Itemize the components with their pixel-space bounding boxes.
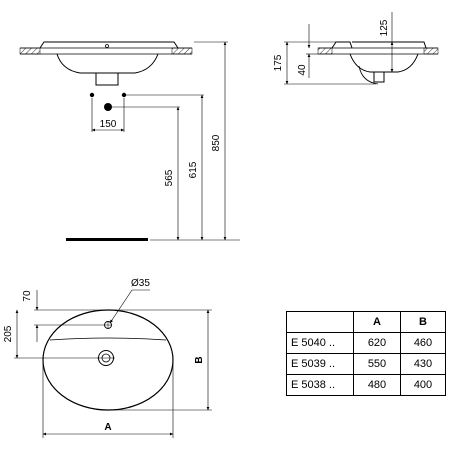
side-counter-hatch-left bbox=[317, 47, 333, 55]
table-cell-b: 400 bbox=[400, 374, 446, 396]
dim-bowl-depth: 125 bbox=[379, 19, 390, 36]
dim-depth-total: 175 bbox=[273, 54, 284, 71]
tap-hole-mark bbox=[105, 44, 109, 48]
basin-body bbox=[56, 53, 159, 74]
fixing-point-right bbox=[121, 92, 127, 98]
front-view: 150 565 615 850 bbox=[19, 41, 240, 241]
waste-connection-point bbox=[104, 103, 112, 111]
counter-hatch-left bbox=[19, 47, 41, 55]
dim-rim-height: 40 bbox=[297, 64, 308, 76]
side-tap-deck bbox=[331, 41, 353, 49]
table-cell-a: 550 bbox=[353, 353, 401, 375]
table-header-b: B bbox=[400, 311, 446, 333]
dim-height-trap: 615 bbox=[188, 161, 199, 178]
side-counter-hatch-right bbox=[423, 47, 439, 55]
dim-tap-spacing: 150 bbox=[100, 119, 117, 130]
table-row: E 5039 .. 550 430 bbox=[286, 353, 446, 375]
table-cell-model: E 5039 .. bbox=[286, 353, 354, 375]
floor-line bbox=[66, 238, 148, 241]
waste-outlet bbox=[95, 73, 119, 86]
sizes-table: A B E 5040 .. 620 460 E 5039 .. 550 430 … bbox=[286, 311, 446, 396]
dim-length-label: B bbox=[194, 356, 205, 363]
side-view: 175 40 125 bbox=[273, 12, 439, 85]
table-cell-model: E 5040 .. bbox=[286, 332, 354, 354]
table-cell-a: 480 bbox=[353, 374, 401, 396]
dim-height-total: 850 bbox=[211, 134, 222, 151]
table-header-a: A bbox=[353, 311, 401, 333]
dim-width-label: A bbox=[104, 422, 111, 433]
table-row: E 5040 .. 620 460 bbox=[286, 332, 446, 354]
table-header-row: A B bbox=[286, 311, 446, 333]
table-cell-model: E 5038 .. bbox=[286, 374, 354, 396]
dim-tap-hole: Ø35 bbox=[131, 278, 150, 289]
fixing-point-left bbox=[89, 92, 95, 98]
top-view: Ø35 70 205 A B bbox=[3, 278, 212, 438]
table-cell-a: 620 bbox=[353, 332, 401, 354]
dim-tap-offset: 70 bbox=[22, 290, 33, 302]
table-cell-b: 430 bbox=[400, 353, 446, 375]
dim-waste-offset: 205 bbox=[3, 325, 14, 342]
table-header-model bbox=[286, 311, 354, 333]
basin-rim bbox=[39, 41, 179, 49]
dim-height-waste: 565 bbox=[164, 169, 175, 186]
table-row: E 5038 .. 480 400 bbox=[286, 374, 446, 396]
table-cell-b: 460 bbox=[400, 332, 446, 354]
overflow-line bbox=[49, 337, 167, 341]
counter-hatch-right bbox=[171, 47, 193, 55]
side-waste bbox=[373, 72, 385, 83]
